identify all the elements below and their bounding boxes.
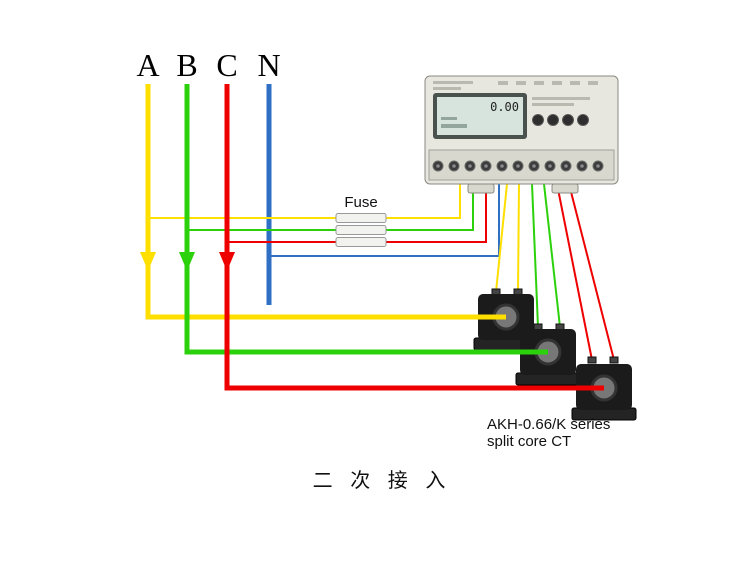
neutral-label: N bbox=[257, 47, 280, 83]
ct1-wire-s2 bbox=[517, 183, 520, 293]
fuse-label: Fuse bbox=[344, 194, 377, 211]
ct3-terminal-s2 bbox=[609, 356, 619, 364]
diagram-caption: 二 次 接 入 bbox=[313, 469, 452, 492]
meter-button-3[interactable] bbox=[562, 114, 574, 126]
ct-series-label-line1: AKH-0.66/K series bbox=[487, 416, 610, 433]
energy-meter: 0.00 bbox=[424, 75, 619, 194]
fuse-phase-c bbox=[335, 237, 387, 247]
meter-mount-tab-left bbox=[467, 183, 495, 194]
phase-b-label: B bbox=[176, 47, 197, 83]
meter-label-text-lines bbox=[433, 81, 590, 106]
meter-mount-tab-right bbox=[551, 183, 579, 194]
ct2-wire-s1 bbox=[531, 183, 539, 328]
wire-voltage-c bbox=[227, 184, 487, 243]
ct3-terminal-s1 bbox=[587, 356, 597, 364]
ct-secondary-wires bbox=[495, 183, 615, 361]
arrow-phase-a bbox=[140, 252, 156, 271]
ct3-wire-s2 bbox=[568, 183, 615, 361]
wire-phase-a bbox=[145, 84, 506, 320]
fuse-phase-b bbox=[335, 225, 387, 235]
lcd-display-value: 0.00 bbox=[490, 100, 519, 114]
wire-phase-b bbox=[184, 84, 548, 355]
meter-button-4[interactable] bbox=[577, 114, 589, 126]
fuse-phase-a bbox=[335, 213, 387, 223]
lcd-segment-bar-1 bbox=[441, 117, 457, 120]
meter-button-1[interactable] bbox=[532, 114, 544, 126]
wire-voltage-b bbox=[187, 184, 474, 231]
wire-phase-c bbox=[224, 84, 604, 391]
meter-button-2[interactable] bbox=[547, 114, 559, 126]
lcd-segment-bar-2 bbox=[441, 124, 467, 128]
arrow-phase-c bbox=[219, 252, 235, 271]
arrow-phase-b bbox=[179, 252, 195, 271]
ct2-wire-s2 bbox=[543, 183, 561, 328]
ct-series-label-line2: split core CT bbox=[487, 433, 571, 450]
meter-vent-slots bbox=[498, 81, 598, 85]
ct3-wire-s1 bbox=[556, 183, 593, 361]
phase-a-label: A bbox=[136, 47, 159, 83]
ct1-wire-s1 bbox=[495, 183, 508, 293]
meter-terminal-screws bbox=[432, 160, 604, 172]
wire-voltage-a bbox=[148, 184, 461, 219]
phase-c-label: C bbox=[216, 47, 237, 83]
lcd-screen bbox=[437, 97, 523, 135]
